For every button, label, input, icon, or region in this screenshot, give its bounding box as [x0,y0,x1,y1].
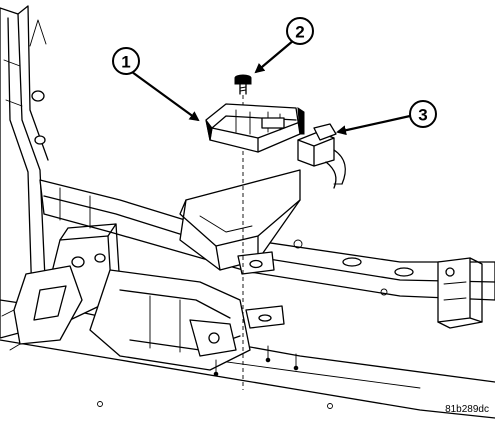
lower-center-frame [89,269,251,371]
callout-2: 2 [254,17,314,74]
center-gusset [1,223,121,351]
mounting-bolt [234,74,252,95]
callout-3: 3 [336,100,437,136]
module-mounting-pedestal [179,169,301,377]
callout-1-label: 1 [121,53,130,72]
right-mounting-bracket [437,257,483,329]
wire-harness-connector [297,123,346,189]
left-frame-rail [0,5,49,339]
module-component [205,103,305,153]
figure-code: 81b289dc [445,404,489,415]
callout-1: 1 [112,47,200,122]
callout-3-label: 3 [418,106,427,125]
callout-2-label: 2 [295,23,304,42]
